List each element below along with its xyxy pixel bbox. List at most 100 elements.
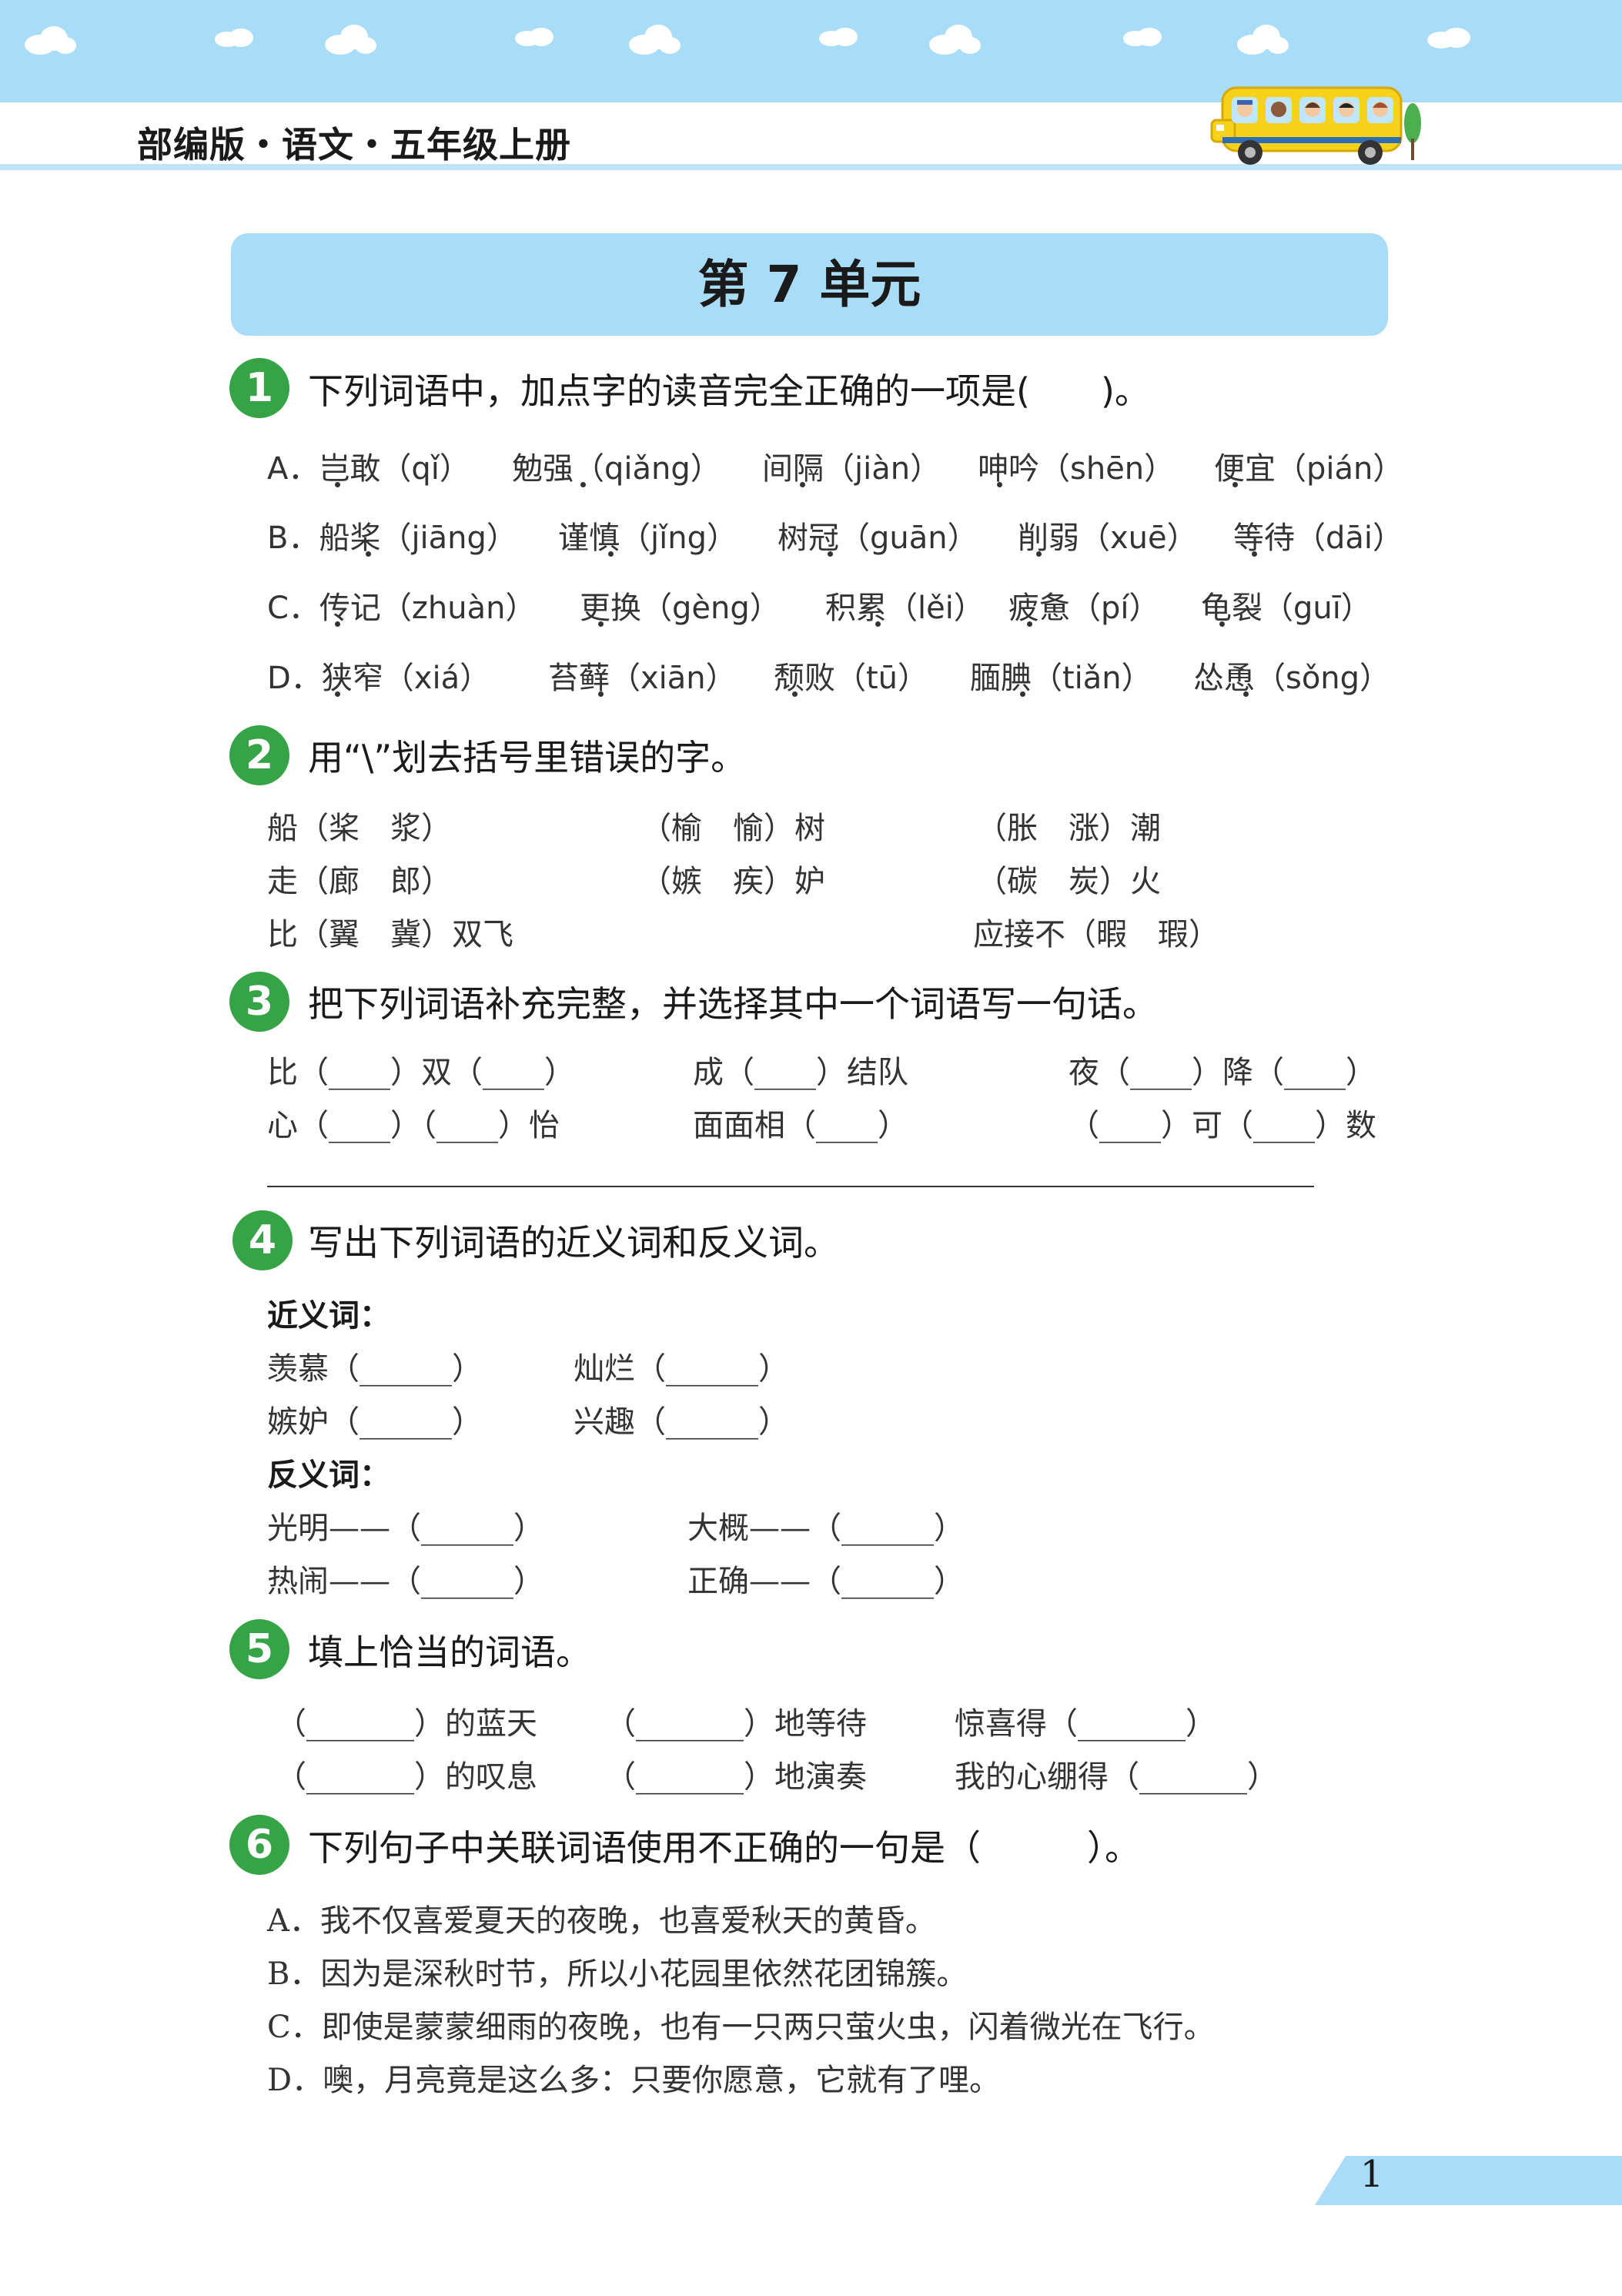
fill-item: 兴趣（______） <box>574 1404 789 1440</box>
option-text: 等待（dāi） <box>1233 520 1404 556</box>
fill-item: （嫉 疾）妒 <box>640 864 825 899</box>
synonym-label: 近义词： <box>267 1298 390 1334</box>
fill-item: （_______）的蓝天 <box>276 1706 537 1742</box>
fill-item: 成（____）结队 <box>693 1055 908 1090</box>
fill-item: （_______）地等待 <box>605 1706 867 1742</box>
emphasis-dot <box>335 621 340 627</box>
cloud-icon <box>1237 25 1289 55</box>
option-text: 怂恿（sǒng） <box>1193 661 1391 696</box>
question-number: 2 <box>229 725 289 785</box>
fill-item: 走（廊 郎） <box>267 864 452 899</box>
question-prompt: 下列词语中，加点字的读音完全正确的一项是( )。 <box>308 370 1150 412</box>
fill-item: 比（翼 冀）双飞 <box>267 917 513 952</box>
emphasis-dot <box>608 551 614 557</box>
question-number: 3 <box>229 972 289 1032</box>
page-number: 1 <box>1359 2153 1384 2196</box>
fill-item: 我的心绷得（_______） <box>955 1759 1278 1795</box>
fill-item: （碳 炭）火 <box>976 864 1161 899</box>
fill-item: 光明——（______） <box>267 1511 544 1546</box>
option-text: 间隔（jiàn） <box>762 451 941 487</box>
option-text: C．传记（zhuàn） <box>267 591 537 626</box>
fill-item: （榆 愉）树 <box>640 811 825 846</box>
emphasis-dot <box>580 482 586 487</box>
question-prompt: 用“\”划去括号里错误的字。 <box>308 737 747 778</box>
emphasis-dot <box>828 551 833 557</box>
fill-item: 热闹——（______） <box>267 1564 544 1599</box>
unit-title: 第 7 单元 <box>697 255 921 314</box>
fill-item: 船（桨 浆） <box>267 811 452 846</box>
option-text: A．我不仅喜爱夏天的夜晚，也喜爱秋天的黄昏。 <box>267 1903 936 1939</box>
fill-item: 面面相（____） <box>693 1108 908 1143</box>
question-number: 5 <box>229 1619 289 1679</box>
fill-item: 夜（____）降（____） <box>1069 1055 1376 1090</box>
emphasis-dot <box>1036 551 1042 557</box>
fill-item: 大概——（______） <box>687 1511 965 1546</box>
emphasis-dot <box>1020 691 1025 697</box>
option-text: D．狭窄（xiá） <box>267 661 491 696</box>
book-title: 部编版・语文・五年级上册 <box>137 124 571 166</box>
option-text: A．岂敢（qǐ） <box>267 451 470 487</box>
fill-item: （胀 涨）潮 <box>976 811 1161 846</box>
option-text: 谨慎（jǐng） <box>558 520 737 556</box>
question-prompt: 下列句子中关联词语使用不正确的一句是（ ）。 <box>308 1827 1140 1869</box>
emphasis-dot <box>335 691 340 697</box>
emphasis-dot <box>1243 691 1249 697</box>
fill-item: 心（____）（____）怡 <box>267 1108 560 1143</box>
option-text: 疲惫（pí） <box>1008 591 1160 626</box>
option-text: 便宜（pián） <box>1214 451 1404 487</box>
unit-banner: 第 7 单元 <box>231 233 1388 336</box>
option-text: 颓败（tū） <box>774 661 929 696</box>
question-number: 1 <box>229 358 289 418</box>
cloud-icon <box>1123 28 1162 46</box>
option-text: 更换（gèng） <box>580 591 781 626</box>
header-divider <box>0 164 1622 170</box>
emphasis-dot <box>1252 551 1257 557</box>
school-bus-icon <box>1210 86 1421 165</box>
question-prompt: 把下列词语补充完整，并选择其中一个词语写一句话。 <box>308 983 1158 1025</box>
fill-item: （_______）地演奏 <box>605 1759 867 1795</box>
fill-item: 正确——（______） <box>687 1564 965 1599</box>
header-sky <box>0 0 1622 102</box>
cloud-icon <box>819 28 858 46</box>
antonym-label: 反义词： <box>267 1458 390 1493</box>
page-number-tab <box>1315 2156 1622 2205</box>
cloud-icon <box>25 26 76 55</box>
option-text: 龟裂（guī） <box>1201 591 1372 626</box>
cloud-icon <box>629 25 681 55</box>
emphasis-dot <box>997 482 1002 487</box>
emphasis-dot <box>875 621 881 627</box>
sentence-writing-line[interactable] <box>267 1186 1314 1187</box>
emphasis-dot <box>792 691 798 697</box>
option-text: 积累（lěi） <box>825 591 985 626</box>
cloud-icon <box>1427 28 1470 49</box>
fill-item: 惊喜得（_______） <box>955 1706 1216 1742</box>
emphasis-dot <box>335 482 340 487</box>
option-text: B．因为是深秋时节，所以小花园里依然花团锦簇。 <box>267 1956 968 1992</box>
option-text: D．噢，月亮竟是这么多：只要你愿意，它就有了哩。 <box>267 2063 1001 2098</box>
emphasis-dot <box>1027 621 1032 627</box>
question-number: 4 <box>232 1210 293 1270</box>
emphasis-dot <box>800 482 805 487</box>
cloud-icon <box>325 25 376 55</box>
fill-item: 灿烂（______） <box>574 1351 789 1387</box>
option-text: 腼腆（tiǎn） <box>970 661 1152 696</box>
question-number: 6 <box>229 1815 289 1875</box>
fill-item: 羡慕（______） <box>267 1351 483 1387</box>
question-prompt: 写出下列词语的近义词和反义词。 <box>308 1222 839 1263</box>
option-text: 苔藓（xiān） <box>548 661 737 696</box>
option-text: 树冠（guān） <box>778 520 978 556</box>
fill-item: （_______）的叹息 <box>276 1759 537 1795</box>
cloud-icon <box>215 28 253 47</box>
emphasis-dot <box>598 691 604 697</box>
cloud-icon <box>515 28 553 46</box>
option-text: 勉强（qiǎng） <box>512 451 721 487</box>
emphasis-dot <box>1219 621 1225 627</box>
option-text: 削弱（xuē） <box>1018 520 1198 556</box>
option-text: B．船桨（jiāng） <box>267 520 517 556</box>
option-text: C．即使是蒙蒙细雨的夜晚，也有一只两只萤火虫，闪着微光在飞行。 <box>267 2010 1215 2045</box>
emphasis-dot <box>366 551 371 557</box>
fill-item: 应接不（暇 瑕） <box>973 917 1219 952</box>
fill-item: 嫉妒（______） <box>267 1404 483 1440</box>
option-text: 呻吟（shēn） <box>978 451 1176 487</box>
emphasis-dot <box>1232 482 1238 487</box>
